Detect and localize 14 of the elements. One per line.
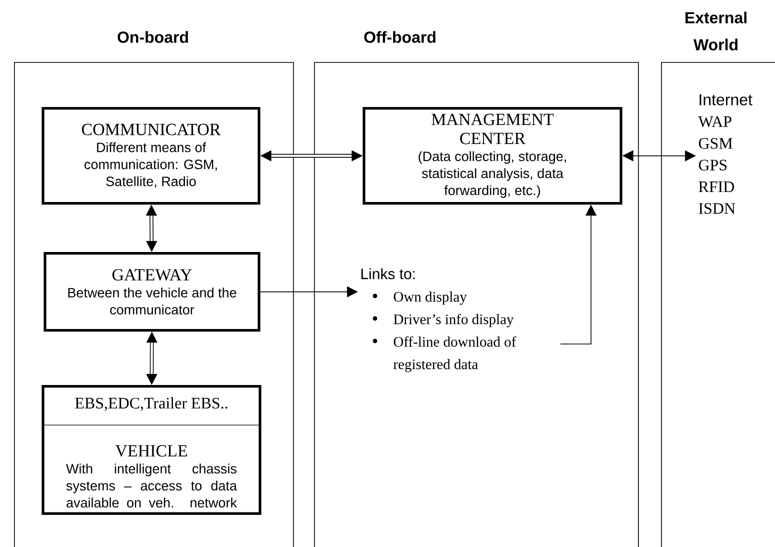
process-box: GATEWAY Between the vehicle and the communicator [44, 252, 260, 332]
process-box: EBS,EDC,Trailer EBS.. VEHICLE With intelligent chassis systems – access to data available on veh. network [42, 385, 262, 515]
node-label: Driver’s info display [394, 314, 514, 328]
column-heading: On-board [118, 31, 188, 43]
network-list: Internet WAP GSM GPS RFID ISDN [698, 94, 752, 214]
node-label: Off-line download of registered data [394, 336, 516, 372]
node-label: Own display [394, 292, 467, 305]
column-heading: Off-board [364, 31, 436, 43]
node-label: Links to: [361, 268, 415, 280]
process-box: COMMUNICATOR Different means of communication: GSM, Satellite, Radio [42, 107, 260, 205]
column-heading: External World [686, 12, 746, 50]
arrow [260, 286, 358, 298]
process-box: MANAGEMENT CENTER (Data collecting, storage, statistical analysis, data forwarding, etc.) [362, 107, 622, 205]
bullet-list: Links to: Own display Driver’s info display Off-line download of registered data [361, 268, 516, 372]
